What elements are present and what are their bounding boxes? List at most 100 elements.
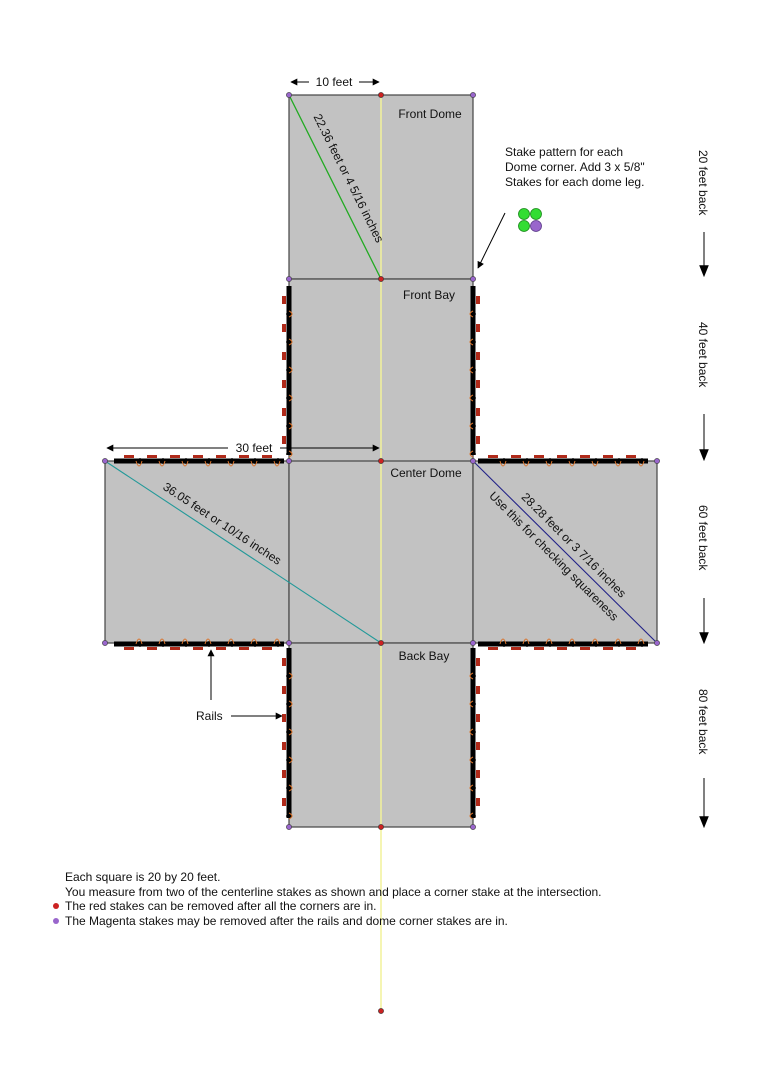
rail-stake-1 xyxy=(282,296,286,304)
note-line-2: You measure from two of the centerline s… xyxy=(65,884,602,899)
rail-anchor-44 xyxy=(469,700,474,708)
rail-anchor-45 xyxy=(469,728,474,736)
rail-stake-54 xyxy=(239,455,249,458)
rail-stake-64 xyxy=(147,647,157,650)
red-stake-centerline-6 xyxy=(378,1008,384,1014)
front-dome-label: Front Dome xyxy=(398,107,462,121)
magenta-corner-stake-9 xyxy=(102,640,108,646)
distance-marker-20: 20 feet back xyxy=(696,150,710,216)
rail-anchor-57 xyxy=(158,460,166,467)
rail-anchor-85 xyxy=(522,460,530,467)
rails-label: Rails xyxy=(196,709,223,723)
rail-anchor-9 xyxy=(288,366,293,374)
rail-stake-49 xyxy=(124,455,134,458)
rail-stake-63 xyxy=(124,647,134,650)
magenta-corner-stake-2 xyxy=(470,92,476,98)
distance-marker-80: 80 feet back xyxy=(696,689,710,755)
rail-stakes-group xyxy=(124,296,645,820)
rail-stake-93 xyxy=(534,647,544,650)
magenta-corner-stake-4 xyxy=(470,276,476,282)
rail-stake-42 xyxy=(476,798,480,806)
rail-stake-52 xyxy=(193,455,203,458)
rail-anchor-32 xyxy=(288,700,293,708)
right-wing-diagonal xyxy=(472,460,658,644)
rail-stake-97 xyxy=(626,647,636,650)
rail-stake-66 xyxy=(193,647,203,650)
ten-feet-label: 10 feet xyxy=(316,75,353,89)
distance-marker-60: 60 feet back xyxy=(696,505,710,571)
rail-anchor-33 xyxy=(288,728,293,736)
rail-stake-38 xyxy=(476,686,480,694)
rail-anchor-34 xyxy=(288,756,293,764)
rail-anchor-35 xyxy=(288,784,293,792)
rail-anchor-24 xyxy=(469,450,474,458)
rail-anchor-99 xyxy=(522,638,530,645)
rail-anchor-23 xyxy=(469,422,474,430)
note-row-2: You measure from two of the centerline s… xyxy=(53,885,602,900)
magenta-corner-stake-3 xyxy=(286,276,292,282)
rail-anchor-19 xyxy=(469,310,474,318)
center-dome-label: Center Dome xyxy=(390,466,462,480)
rail-stake-37 xyxy=(476,658,480,666)
rail-stake-67 xyxy=(216,647,226,650)
note-line-1: Each square is 20 by 20 feet. xyxy=(65,870,221,884)
rail-anchor-104 xyxy=(637,638,645,645)
magenta-corner-stake-13 xyxy=(286,824,292,830)
rail-anchor-87 xyxy=(568,460,576,467)
red-stake-centerline-3 xyxy=(378,458,384,464)
stake-note-line-2: Dome corner. Add 3 x 5/8" xyxy=(505,160,645,174)
magenta-stake-pattern xyxy=(530,220,542,232)
rail-anchor-47 xyxy=(469,784,474,792)
rail-stake-83 xyxy=(626,455,636,458)
magenta-corner-stake-5 xyxy=(102,458,108,464)
rail-anchor-72 xyxy=(181,638,189,645)
rail-anchor-61 xyxy=(250,460,258,467)
rail-anchor-31 xyxy=(288,672,293,680)
rail-stake-13 xyxy=(476,296,480,304)
rail-anchor-98 xyxy=(499,638,507,645)
rail-stake-50 xyxy=(147,455,157,458)
rail-stake-51 xyxy=(170,455,180,458)
stake-pattern-note: Stake pattern for each Dome corner. Add … xyxy=(477,145,645,269)
front-dome-diagonal xyxy=(288,94,382,280)
green-stake-2 xyxy=(530,208,542,220)
rail-anchor-100 xyxy=(545,638,553,645)
left-wing-diagonal xyxy=(104,460,382,644)
magenta-corner-stake-11 xyxy=(470,640,476,646)
rail-anchor-12 xyxy=(288,450,293,458)
rail-anchor-71 xyxy=(158,638,166,645)
rail-stake-18 xyxy=(476,436,480,444)
magenta-corner-stake-14 xyxy=(470,824,476,830)
note-line-4: The Magenta stakes may be removed after … xyxy=(65,913,508,928)
rail-anchor-76 xyxy=(273,638,281,645)
rail-stake-82 xyxy=(603,455,613,458)
rail-anchor-70 xyxy=(135,638,143,645)
rail-stake-96 xyxy=(603,647,613,650)
rail-stake-94 xyxy=(557,647,567,650)
red-stake-centerline-4 xyxy=(378,640,384,646)
rail-stake-41 xyxy=(476,770,480,778)
red-stake-centerline-1 xyxy=(378,92,384,98)
red-stake-centerline-2 xyxy=(378,276,384,282)
rail-stake-17 xyxy=(476,408,480,416)
thirty-feet-label: 30 feet xyxy=(236,441,273,455)
rail-anchor-20 xyxy=(469,338,474,346)
ten-feet-dimension: 10 feet xyxy=(290,75,380,89)
rail-anchor-11 xyxy=(288,422,293,430)
rail-stake-77 xyxy=(488,455,498,458)
rail-anchor-103 xyxy=(614,638,622,645)
magenta-stake-bullet xyxy=(53,917,59,924)
magenta-corner-stake-7 xyxy=(470,458,476,464)
green-stake-1 xyxy=(518,208,530,220)
rail-stake-69 xyxy=(262,647,272,650)
rail-stake-81 xyxy=(580,455,590,458)
back-bay-label: Back Bay xyxy=(399,649,450,663)
rail-anchor-22 xyxy=(469,394,474,402)
stake-note-pointer-arrow xyxy=(477,212,506,269)
green-stake-3 xyxy=(518,220,530,232)
stake-note-line-1: Stake pattern for each xyxy=(505,145,623,159)
rail-anchor-10 xyxy=(288,394,293,402)
rail-anchor-46 xyxy=(469,756,474,764)
rail-stake-30 xyxy=(282,798,286,806)
